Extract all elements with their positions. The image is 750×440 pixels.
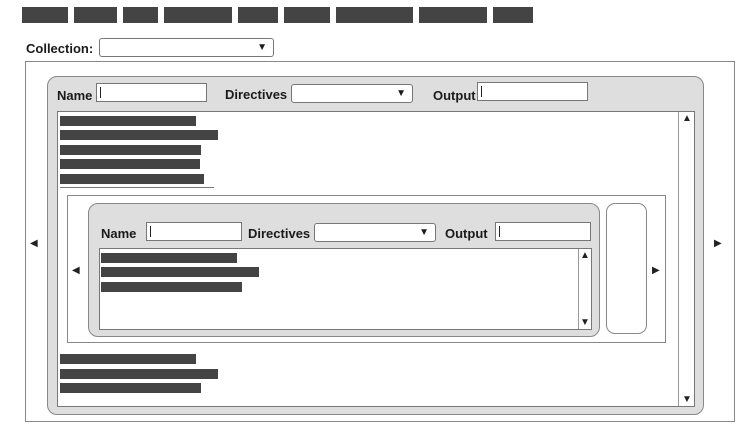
content-line xyxy=(60,130,218,140)
inner-prev-icon[interactable]: ◀ xyxy=(72,265,80,276)
outer-name-label: Name xyxy=(57,88,93,103)
menu-item-1[interactable] xyxy=(22,7,68,23)
menu-item-8[interactable] xyxy=(419,7,487,23)
menu-item-3[interactable] xyxy=(123,7,158,23)
scroll-down-icon[interactable]: ▼ xyxy=(580,317,590,328)
scroll-up-icon[interactable]: ▲ xyxy=(682,113,692,124)
chevron-down-icon: ▼ xyxy=(419,227,429,238)
outer-name-field[interactable] xyxy=(96,83,207,102)
inner-next-icon[interactable]: ▶ xyxy=(652,265,660,276)
menu-item-6[interactable] xyxy=(284,7,330,23)
content-line xyxy=(101,253,237,263)
inner-directives-select[interactable]: ▼ xyxy=(314,223,436,242)
chevron-down-icon: ▼ xyxy=(396,88,406,99)
text-caret xyxy=(100,87,101,98)
content-line xyxy=(60,145,201,155)
side-placeholder-box[interactable] xyxy=(606,203,647,334)
inner-output-field[interactable] xyxy=(495,222,591,241)
content-line xyxy=(101,282,242,292)
outer-directives-label: Directives xyxy=(225,87,288,102)
menu-item-5[interactable] xyxy=(238,7,278,23)
outer-next-icon[interactable]: ▶ xyxy=(714,238,722,249)
menu-item-7[interactable] xyxy=(336,7,413,23)
content-line xyxy=(60,174,204,184)
content-line xyxy=(60,369,218,379)
inner-scrollbar[interactable] xyxy=(578,249,591,329)
content-line xyxy=(60,159,200,169)
collection-select[interactable]: ▼ xyxy=(99,38,274,57)
outer-output-field[interactable] xyxy=(477,82,588,101)
content-line xyxy=(60,354,196,364)
outer-prev-icon[interactable]: ◀ xyxy=(30,238,38,249)
outer-scrollbar[interactable] xyxy=(678,112,694,406)
text-caret xyxy=(499,226,500,237)
inner-output-label: Output xyxy=(445,226,488,241)
content-line xyxy=(60,116,196,126)
inner-name-field[interactable] xyxy=(146,222,242,241)
content-line xyxy=(60,383,201,393)
outer-directives-select[interactable]: ▼ xyxy=(291,84,413,103)
menu-item-4[interactable] xyxy=(164,7,232,23)
menu-item-9[interactable] xyxy=(493,7,533,23)
text-caret xyxy=(481,86,482,97)
text-caret xyxy=(150,226,151,237)
scroll-up-icon[interactable]: ▲ xyxy=(580,250,590,261)
divider xyxy=(60,187,214,188)
outer-output-label: Output xyxy=(433,88,476,103)
content-line xyxy=(101,267,259,277)
collection-label: Collection: xyxy=(26,41,94,56)
inner-name-label: Name xyxy=(101,226,137,241)
scroll-down-icon[interactable]: ▼ xyxy=(682,394,692,405)
menu-item-2[interactable] xyxy=(74,7,117,23)
chevron-down-icon: ▼ xyxy=(257,42,267,53)
inner-directives-label: Directives xyxy=(248,226,311,241)
